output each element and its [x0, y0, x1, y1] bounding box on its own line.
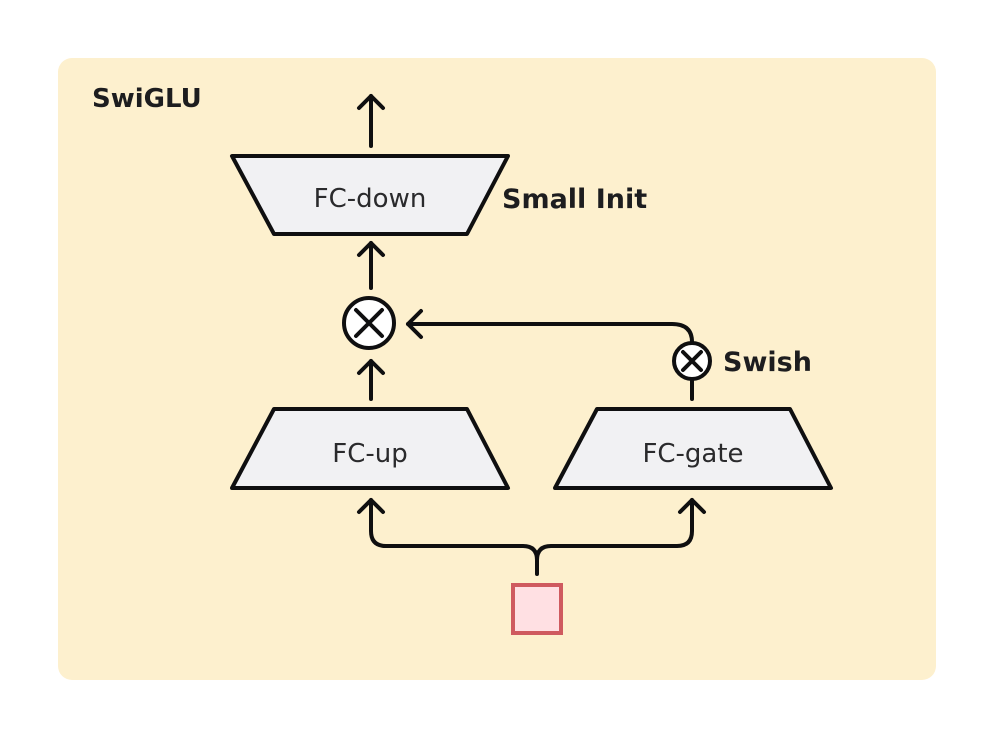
multiply-to-fc-down-arrow-icon — [357, 241, 385, 290]
small-init-label: Small Init — [502, 184, 647, 215]
panel-title: SwiGLU — [92, 84, 202, 114]
swish-label: Swish — [723, 347, 812, 378]
fc-gate-label: FC-gate — [642, 439, 743, 469]
fc-gate-block: FC-gate — [553, 407, 833, 490]
input-token — [511, 583, 563, 635]
fc-down-block: FC-down — [230, 154, 510, 236]
input-split-connector — [369, 498, 694, 576]
fc-up-block: FC-up — [230, 407, 510, 490]
multiply-node-icon — [342, 296, 396, 350]
output-arrow-icon — [357, 94, 385, 148]
arrow-to-fc-up-icon — [357, 498, 385, 514]
arrow-to-fc-gate-icon — [678, 498, 706, 514]
swish-node-icon — [672, 341, 712, 381]
fc-up-label: FC-up — [332, 439, 407, 469]
fc-up-to-multiply-arrow-icon — [357, 359, 385, 401]
fc-down-label: FC-down — [314, 184, 427, 214]
